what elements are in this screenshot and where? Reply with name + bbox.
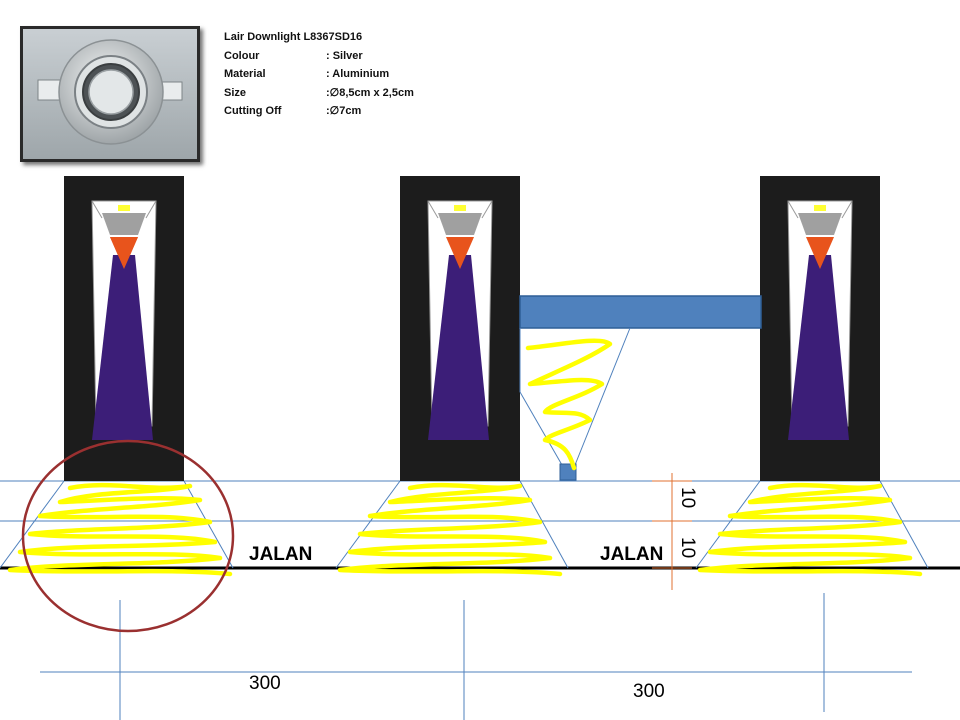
pillar-middle: [400, 176, 520, 481]
lamp-bulb: [118, 205, 130, 211]
spec-key: Material: [224, 68, 266, 80]
lamp-bulb: [814, 205, 826, 211]
lamp-bulb: [454, 205, 466, 211]
light-beam: [92, 255, 153, 440]
span-label-left: 300: [249, 673, 281, 694]
spec-row-cutting-off: Cutting Off :∅7cm: [224, 102, 414, 121]
lamp-reflector: [446, 237, 474, 269]
road-label-right: JALAN: [600, 544, 664, 565]
spec-key: Size: [224, 86, 247, 99]
dimension-markers: [652, 473, 692, 590]
downlight-photo-image: [23, 29, 197, 159]
spec-key: Colour: [224, 49, 260, 62]
spec-value: :∅7cm: [326, 105, 362, 117]
light-spread-outlines: [0, 480, 929, 569]
highlight-circle: [21, 439, 235, 633]
dimension-label-upper: 10: [677, 487, 698, 509]
lamp-fitting: [102, 213, 146, 235]
spec-row-colour: Colour : Silver: [224, 47, 414, 66]
dimension-label-lower: 10: [677, 537, 698, 559]
lamp-fitting: [438, 213, 482, 235]
downlight-photo: [20, 26, 200, 162]
spec-value: : Silver: [326, 49, 363, 62]
spec-key: Cutting Off: [224, 105, 282, 117]
light-beam: [428, 255, 489, 440]
spec-row-material: Material : Aluminium: [224, 65, 414, 84]
product-spec-block: Lair Downlight L8367SD16 Colour : Silver…: [224, 28, 414, 121]
beam-light-cone: [519, 327, 631, 466]
light-beam: [788, 255, 849, 440]
highlight-scribbles: [7, 338, 923, 577]
product-title: Lair Downlight L8367SD16: [224, 31, 363, 43]
lamp-fitting: [798, 213, 842, 235]
spec-value: :∅8,5cm x 2,5cm: [326, 86, 414, 99]
pillar-right: [760, 176, 880, 481]
pillar-left: [64, 176, 184, 481]
road-label-left: JALAN: [249, 544, 313, 565]
span-label-right: 300: [633, 681, 665, 702]
spec-row-size: Size :∅8,5cm x 2,5cm: [224, 84, 414, 103]
horizontal-beam: [519, 295, 762, 329]
lamp-reflector: [806, 237, 834, 269]
spec-value: : Aluminium: [326, 68, 390, 80]
